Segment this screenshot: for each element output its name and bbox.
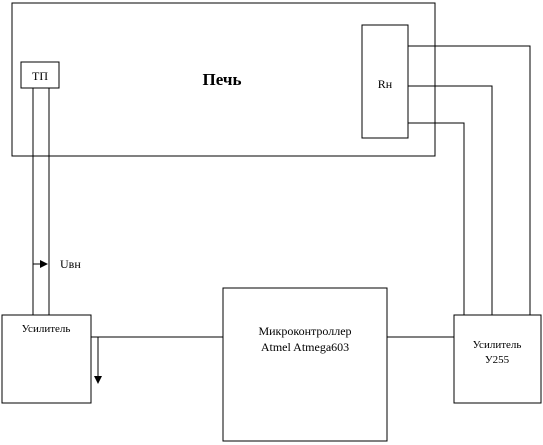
heater-wire-1 xyxy=(408,45,531,315)
thermocouple-label: ТП xyxy=(32,69,48,83)
heater-resistor-box xyxy=(361,24,409,139)
microcontroller-label-line1: Микроконтроллер xyxy=(258,324,351,338)
left-amplifier-label: Усилитель xyxy=(22,323,71,335)
right-amplifier-label-line1: Усилитель xyxy=(473,339,522,351)
heater-wire-3 xyxy=(408,122,465,315)
voltage-label: Uвн xyxy=(60,257,81,271)
furnace-label: Печь xyxy=(203,70,242,89)
thermocouple-box xyxy=(20,61,60,89)
microcontroller-label-line2: Atmel Atmega603 xyxy=(261,340,349,354)
left-amplifier-box xyxy=(1,314,92,404)
microcontroller-box xyxy=(222,287,388,442)
heater-resistor-label: Rн xyxy=(378,77,393,91)
right-amplifier-label-line2: У255 xyxy=(485,354,510,366)
furnace-box xyxy=(11,2,436,157)
right-amplifier-box xyxy=(453,314,542,404)
heater-wire-2 xyxy=(408,85,493,315)
